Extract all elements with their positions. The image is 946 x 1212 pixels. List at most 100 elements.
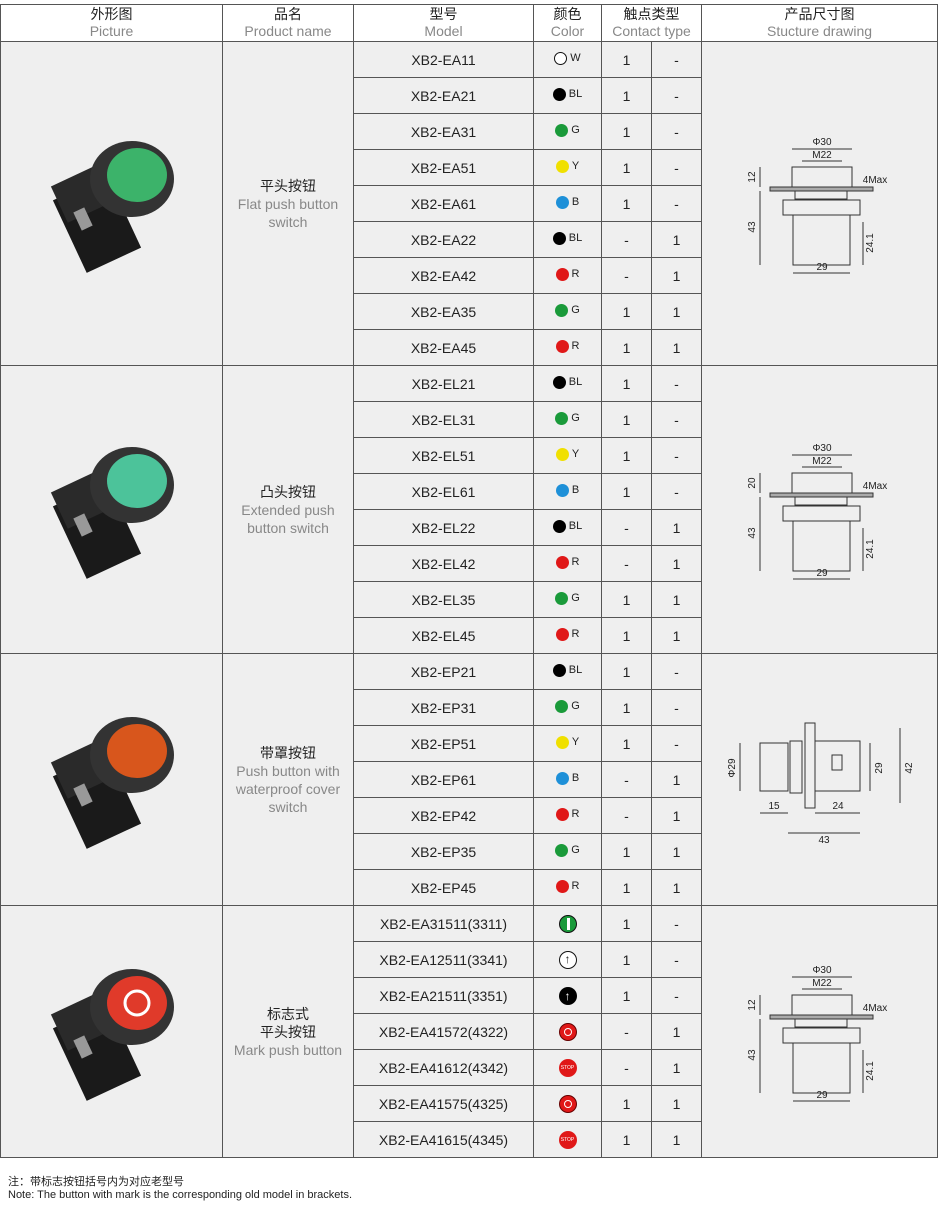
mark-red-circle-icon	[558, 1094, 577, 1113]
contact-no-cell: 1	[601, 833, 652, 870]
model-cell: XB2-EP61	[353, 761, 534, 798]
contact-no-cell: 1	[601, 401, 652, 438]
color-swatch: BL	[552, 231, 582, 245]
contact-nc-cell: -	[650, 941, 703, 978]
model-cell: XB2-EL21	[353, 365, 534, 402]
color-dot-icon	[555, 807, 569, 821]
model-cell: XB2-EL51	[353, 437, 534, 474]
contact-no-cell: 1	[601, 293, 652, 330]
color-swatch: G	[555, 699, 580, 713]
color-dot-icon	[555, 735, 569, 749]
dimension-label: Φ30	[812, 137, 832, 148]
color-swatch: BL	[552, 519, 582, 533]
product-name-en: Push button with waterproof cover switch	[235, 762, 341, 815]
model-cell: XB2-EP21	[353, 653, 534, 690]
dimension-label: Φ29	[727, 758, 738, 778]
color-cell: R	[533, 545, 602, 582]
product-photo	[37, 957, 187, 1107]
color-code: Y	[571, 736, 580, 748]
note-cn: 注：带标志按钮括号内为对应老型号	[8, 1176, 184, 1188]
model-cell: XB2-EA11	[353, 41, 534, 78]
color-dot-icon	[555, 483, 569, 497]
dimension-label: Φ30	[812, 443, 832, 454]
picture-cell	[0, 365, 223, 654]
mark-stop-icon: STOP	[558, 1130, 577, 1149]
contact-no-cell: 1	[601, 941, 652, 978]
model-cell: XB2-EP45	[353, 869, 534, 906]
model-cell: XB2-EP35	[353, 833, 534, 870]
color-dot-icon	[555, 339, 569, 353]
color-cell: W	[533, 41, 602, 78]
dimension-label: 24	[832, 801, 844, 812]
note-en: Note: The button with mark is the corres…	[8, 1189, 353, 1201]
color-code: BL	[568, 664, 583, 676]
model-cell: XB2-EP42	[353, 797, 534, 834]
model-cell: XB2-EA41612(4342)	[353, 1049, 534, 1086]
contact-no-cell: 1	[601, 1085, 652, 1122]
color-swatch: R	[555, 879, 579, 893]
color-dot-icon	[555, 159, 569, 173]
color-cell: G	[533, 689, 602, 726]
dimension-label: 43	[747, 527, 758, 539]
color-dot-icon	[555, 447, 569, 461]
contact-no-cell: 1	[601, 653, 652, 690]
contact-no-cell: 1	[601, 329, 652, 366]
color-dot-icon	[552, 375, 566, 389]
contact-no-cell: 1	[601, 1121, 652, 1158]
contact-no-cell: 1	[601, 581, 652, 618]
contact-nc-cell: 1	[650, 1049, 703, 1086]
mark-arrow-up-black-icon: ↑	[558, 986, 577, 1005]
color-cell: BL	[533, 77, 602, 114]
color-cell	[533, 1085, 602, 1122]
color-code: G	[571, 304, 580, 316]
color-swatch: B	[555, 483, 579, 497]
color-swatch: BL	[552, 663, 583, 677]
dimension-label: 4Max	[862, 481, 886, 492]
model-cell: XB2-EA42	[353, 257, 534, 294]
color-code: G	[571, 124, 580, 136]
model-cell: XB2-EA21511(3351)	[353, 977, 534, 1014]
color-code: Y	[571, 448, 580, 460]
model-cell: XB2-EA41572(4322)	[353, 1013, 534, 1050]
contact-no-cell: 1	[601, 41, 652, 78]
color-cell: G	[533, 113, 602, 150]
color-swatch: R	[555, 267, 579, 281]
contact-nc-cell: 1	[650, 761, 703, 798]
dimension-label: 29	[816, 1090, 828, 1101]
model-cell: XB2-EP51	[353, 725, 534, 762]
contact-no-cell: -	[601, 257, 652, 294]
color-cell	[533, 905, 602, 942]
model-cell: XB2-EA45	[353, 329, 534, 366]
color-dot-icon	[555, 303, 569, 317]
product-name-en: Flat push button switch	[237, 195, 339, 230]
color-dot-icon	[552, 87, 566, 101]
product-name-cn: 平头按钮	[260, 177, 316, 194]
contact-nc-cell: -	[650, 725, 703, 762]
color-dot-icon	[555, 879, 569, 893]
model-cell: XB2-EL22	[353, 509, 534, 546]
mark-arrow-up-outline-icon: ↑	[558, 950, 577, 969]
model-cell: XB2-EA31	[353, 113, 534, 150]
color-dot-icon	[555, 627, 569, 641]
color-cell: STOP	[533, 1049, 602, 1086]
color-dot-icon	[555, 591, 569, 605]
color-cell: Y	[533, 437, 602, 474]
color-cell: R	[533, 257, 602, 294]
color-cell: R	[533, 797, 602, 834]
color-swatch: W	[554, 51, 581, 65]
contact-no-cell: 1	[601, 365, 652, 402]
model-cell: XB2-EA41615(4345)	[353, 1121, 534, 1158]
contact-no-cell: 1	[601, 437, 652, 474]
model-cell: XB2-EA22	[353, 221, 534, 258]
